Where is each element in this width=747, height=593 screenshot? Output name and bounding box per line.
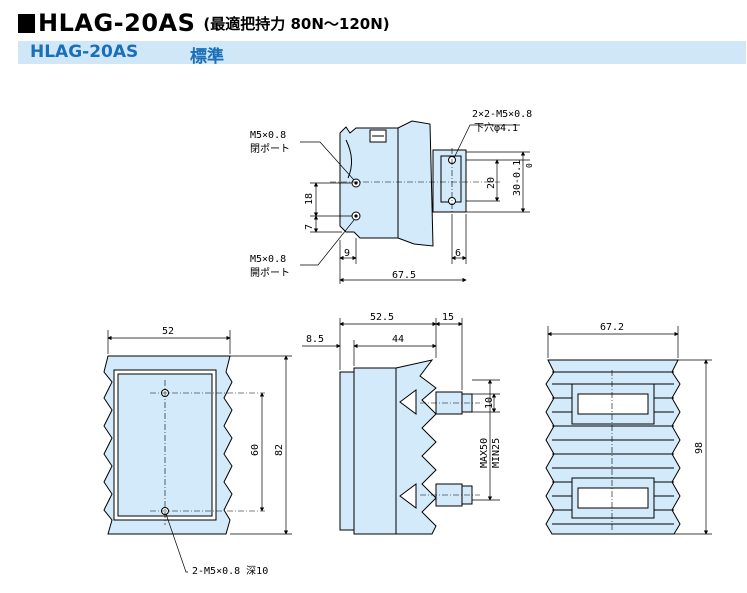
title-subtitle: (最適把持力 80N～120N) [203, 14, 390, 33]
closed-port-sublabel: 閉ポート [250, 143, 290, 155]
dim-min25: MIN25 [491, 438, 502, 468]
side-triangle-icon [399, 389, 417, 415]
dim-10: 10 [484, 397, 495, 409]
band-type: 標準 [190, 47, 224, 67]
dim-67-2: 67.2 [600, 322, 624, 333]
dim-98: 98 [694, 442, 705, 454]
dim-15: 15 [442, 312, 454, 323]
dim-44: 44 [392, 334, 404, 345]
page-title: HLAG-20AS (最適把持力 80N～120N) [18, 6, 390, 40]
side-view [339, 359, 473, 535]
dim-82: 82 [274, 444, 285, 456]
dim-30: 30-0.1 [512, 160, 523, 196]
dim-8-5: 8.5 [306, 334, 324, 345]
dim-20: 20 [486, 177, 497, 189]
band-model: HLAG-20AS [30, 42, 139, 62]
dim-52-5: 52.5 [370, 312, 394, 323]
dim-30-tol: 0 [525, 163, 534, 168]
side-triangle-icon [399, 483, 417, 509]
dim-67-5: 67.5 [392, 270, 416, 281]
section-band: HLAG-20AS 標準 [18, 41, 746, 67]
back-view-slot-top [577, 393, 649, 415]
open-port-sublabel: 開ポート [250, 267, 290, 279]
closed-port-label: M5×0.8 [250, 130, 286, 141]
dim-60: 60 [250, 444, 261, 456]
holes-top-label: 2×2-M5×0.8 [472, 109, 532, 120]
back-view [545, 359, 681, 535]
front-view [103, 355, 233, 535]
side-view-base [339, 371, 355, 531]
dim-9: 9 [344, 248, 350, 259]
holes-top-sublabel: 下穴φ4.1 [474, 121, 518, 134]
dim-max50: MAX50 [479, 438, 490, 468]
title-square-icon [18, 13, 35, 33]
top-view [339, 120, 467, 247]
open-port-label: M5×0.8 [250, 254, 286, 265]
top-view-body [339, 126, 399, 239]
dim-52: 52 [162, 326, 174, 337]
back-view-slot-bottom [577, 487, 649, 509]
dim-6: 6 [455, 248, 461, 259]
dim-18: 18 [304, 193, 315, 205]
dim-7: 7 [304, 224, 315, 230]
side-view-body [353, 367, 397, 535]
top-view-front [397, 120, 434, 247]
title-model: HLAG-20AS [38, 9, 196, 37]
holes-front-label: 2-M5×0.8 深10 [192, 565, 268, 577]
